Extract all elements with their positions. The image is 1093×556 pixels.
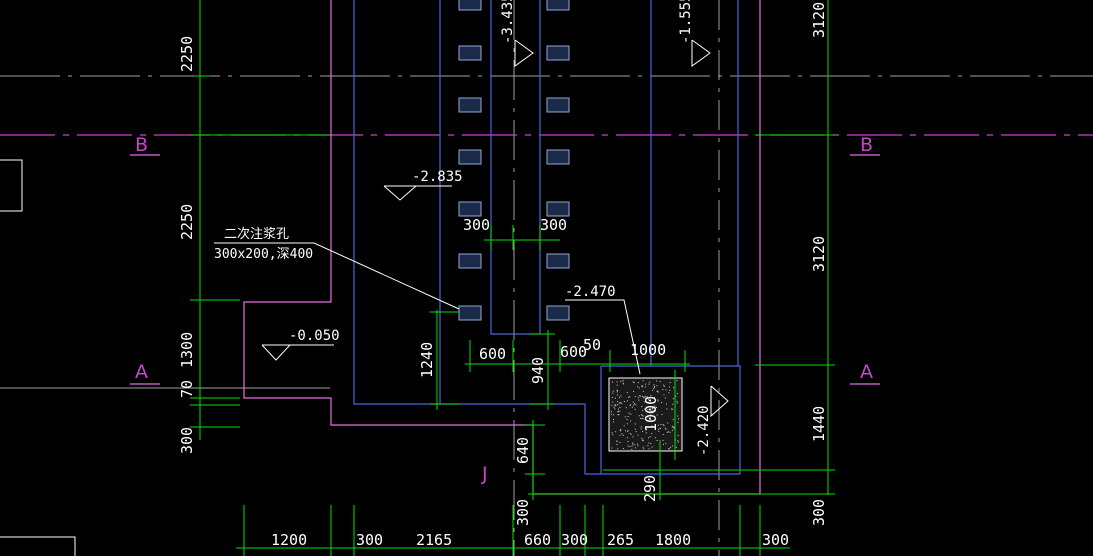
grout-holes	[458, 0, 570, 321]
dim-50: 50	[583, 336, 601, 354]
left-edge-outline	[0, 159, 76, 556]
dim-300-bottom: 300	[514, 499, 532, 526]
dim-right-300: 300	[810, 499, 828, 526]
grout-hole	[546, 97, 570, 113]
grout-hole	[546, 0, 570, 11]
elevation-top-right: -1.555	[678, 0, 694, 44]
dim-right-1440: 1440	[810, 406, 828, 442]
dim-290: 290	[641, 475, 659, 502]
axis-lines	[0, 134, 1093, 385]
grout-hole	[458, 45, 482, 61]
sump-hatch	[611, 380, 680, 450]
leader-lines	[214, 242, 641, 375]
dim-bottom-300-a: 300	[356, 531, 383, 549]
axis-a-left: A	[135, 361, 148, 383]
dim-left-300: 300	[178, 427, 196, 454]
grout-hole	[546, 149, 570, 165]
dim-600-right: 600	[560, 343, 587, 361]
grout-hole	[458, 253, 482, 269]
grout-hole	[546, 45, 570, 61]
note-line2: 300x200,深400	[214, 247, 313, 262]
grout-hole	[458, 0, 482, 11]
elevation-top-left: -3.435	[500, 0, 516, 44]
axis-j-bottom: J	[481, 463, 488, 485]
grout-hole	[458, 201, 482, 217]
axis-b-left: B	[135, 134, 148, 156]
dim-bottom-660: 660	[524, 531, 551, 549]
dim-bottom-2165: 2165	[416, 531, 452, 549]
dim-left-2250-top: 2250	[178, 36, 196, 72]
elevation-sump-top: -2.470	[565, 284, 616, 300]
dim-1000: 1000	[630, 341, 666, 359]
dim-left-1300: 1300	[178, 332, 196, 368]
elevation-mid: -2.835	[412, 169, 463, 185]
dim-600-left: 600	[479, 345, 506, 363]
blue-structure	[353, 0, 741, 475]
dim-left-70: 70	[178, 380, 196, 398]
grout-hole	[458, 97, 482, 113]
elevation-markers	[261, 39, 729, 418]
dim-gap-right: 300	[540, 216, 567, 234]
elevation-sump-side: -2.420	[696, 405, 712, 456]
dim-1000-vertical: 1000	[642, 396, 660, 432]
dim-bottom-300-c: 300	[762, 531, 789, 549]
grout-hole	[546, 201, 570, 217]
dim-940: 940	[529, 357, 547, 384]
grout-hole	[458, 149, 482, 165]
elevation-left-pit: -0.050	[289, 328, 340, 344]
dim-right-3120-top: 3120	[810, 2, 828, 38]
dim-bottom-1200: 1200	[271, 531, 307, 549]
dim-gap-left: 300	[463, 216, 490, 234]
grout-hole	[546, 305, 570, 321]
dim-bottom-300-b: 300	[561, 531, 588, 549]
grout-hole	[458, 305, 482, 321]
dimension-lines	[190, 0, 835, 556]
axis-b-right: B	[860, 134, 873, 156]
note-line1: 二次注浆孔	[224, 226, 289, 242]
dim-right-3120-mid: 3120	[810, 236, 828, 272]
pink-outline	[243, 0, 761, 495]
dim-bottom-1800: 1800	[655, 531, 691, 549]
grout-hole	[546, 253, 570, 269]
dim-640: 640	[514, 437, 532, 464]
dim-left-2250-mid: 2250	[178, 204, 196, 240]
axis-a-right: A	[860, 361, 873, 383]
dim-bottom-265: 265	[607, 531, 634, 549]
dim-1240: 1240	[418, 342, 436, 378]
